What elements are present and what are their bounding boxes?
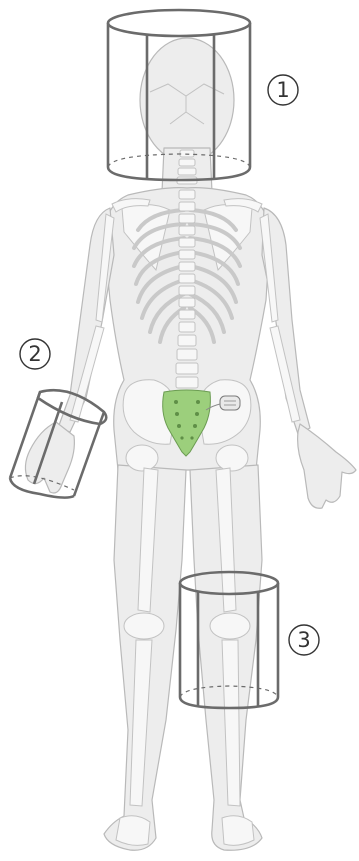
label-1: 1 xyxy=(268,75,298,105)
spine xyxy=(176,190,198,388)
label-1-text: 1 xyxy=(276,78,289,102)
label-2-text: 2 xyxy=(28,342,41,366)
right-foot-bones xyxy=(222,816,254,846)
head xyxy=(140,38,234,162)
left-knee xyxy=(124,613,164,639)
label-3: 3 xyxy=(289,625,319,655)
right-hip-joint xyxy=(216,445,248,471)
label-2: 2 xyxy=(20,339,50,369)
right-hand xyxy=(298,424,356,508)
label-3-text: 3 xyxy=(297,628,310,652)
left-hand xyxy=(25,422,74,493)
left-hip-joint xyxy=(126,445,158,471)
left-foot-bones xyxy=(116,816,150,846)
right-knee xyxy=(210,613,250,639)
